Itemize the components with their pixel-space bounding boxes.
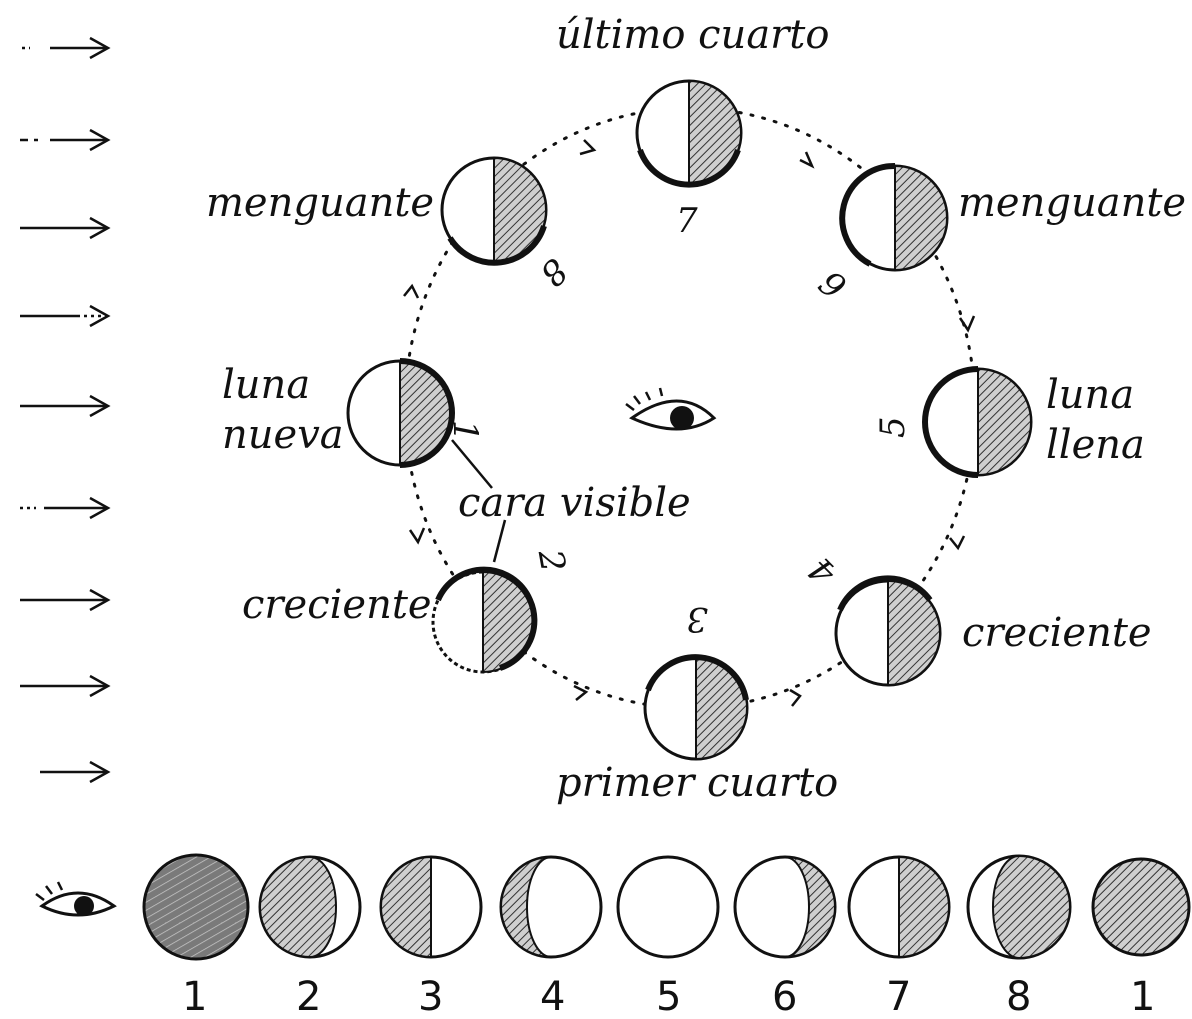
orbit-moon-6 (842, 166, 947, 270)
phase-number: 6 (772, 974, 797, 1019)
label-waning-right: menguante (958, 180, 1186, 226)
label-waxing-right: creciente (962, 610, 1152, 656)
orbit-number-6: 6 (812, 261, 854, 306)
label-new-moon-line2: nueva (222, 412, 344, 458)
orbit-number-3: 3 (686, 599, 708, 639)
label-visible-face: cara visible (458, 480, 691, 526)
orbit-moon-1 (348, 361, 452, 465)
label-last-quarter: último cuarto (556, 12, 829, 58)
arrow-icon (20, 306, 108, 326)
orbit-moon-4 (836, 578, 940, 685)
orbit-number-2: 2 (530, 546, 573, 575)
arrow-icon (20, 130, 108, 150)
phase-number: 1 (182, 974, 207, 1019)
eye-icon (626, 388, 714, 430)
phase-view-5 (618, 857, 718, 957)
phase-number: 8 (1006, 974, 1031, 1019)
sunlight-arrows (20, 38, 108, 782)
orbit-number-4: 4 (801, 549, 845, 593)
orbit-moon-8 (442, 158, 546, 263)
arrow-icon (20, 498, 108, 518)
label-first-quarter: primer cuarto (556, 760, 838, 806)
phase-view-2 (260, 857, 360, 957)
phase-number: 3 (418, 974, 443, 1019)
phase-number: 4 (540, 974, 565, 1019)
phase-view-1 (144, 855, 248, 959)
phase-view-3 (381, 857, 481, 957)
visible-face-pointer (494, 520, 505, 562)
phase-view-4 (501, 857, 601, 957)
arrow-icon (20, 218, 108, 238)
phase-view-1-repeat (1093, 859, 1189, 955)
arrow-icon (40, 762, 108, 782)
label-waxing-left: creciente (242, 582, 432, 628)
label-full-moon-line2: llena (1046, 422, 1145, 468)
phase-view-7 (849, 857, 949, 957)
arrow-icon (22, 38, 108, 58)
label-full-moon-line1: luna (1046, 372, 1134, 418)
eye-icon (36, 882, 114, 916)
orbit-number-1: 1 (445, 420, 485, 442)
arrow-icon (20, 396, 108, 416)
label-new-moon-line1: luna (222, 362, 310, 408)
orbit-moon-5 (925, 369, 1031, 475)
label-waning-left: menguante (206, 180, 434, 226)
phase-number: 5 (656, 974, 681, 1019)
arrow-icon (20, 676, 108, 696)
phase-number: 7 (886, 974, 911, 1019)
arrow-icon (20, 590, 108, 610)
orbit-number-7: 7 (676, 201, 698, 241)
phase-view-8 (968, 856, 1070, 958)
phase-view-6 (735, 857, 835, 957)
phase-number: 1 (1130, 974, 1155, 1019)
orbit-number-5: 5 (873, 416, 913, 438)
orbit-moon-2 (433, 570, 534, 672)
orbit-moon-7 (637, 81, 741, 185)
phase-number: 2 (296, 974, 321, 1019)
orbit-number-8: 8 (532, 250, 576, 294)
orbit-moon-3 (645, 657, 747, 759)
